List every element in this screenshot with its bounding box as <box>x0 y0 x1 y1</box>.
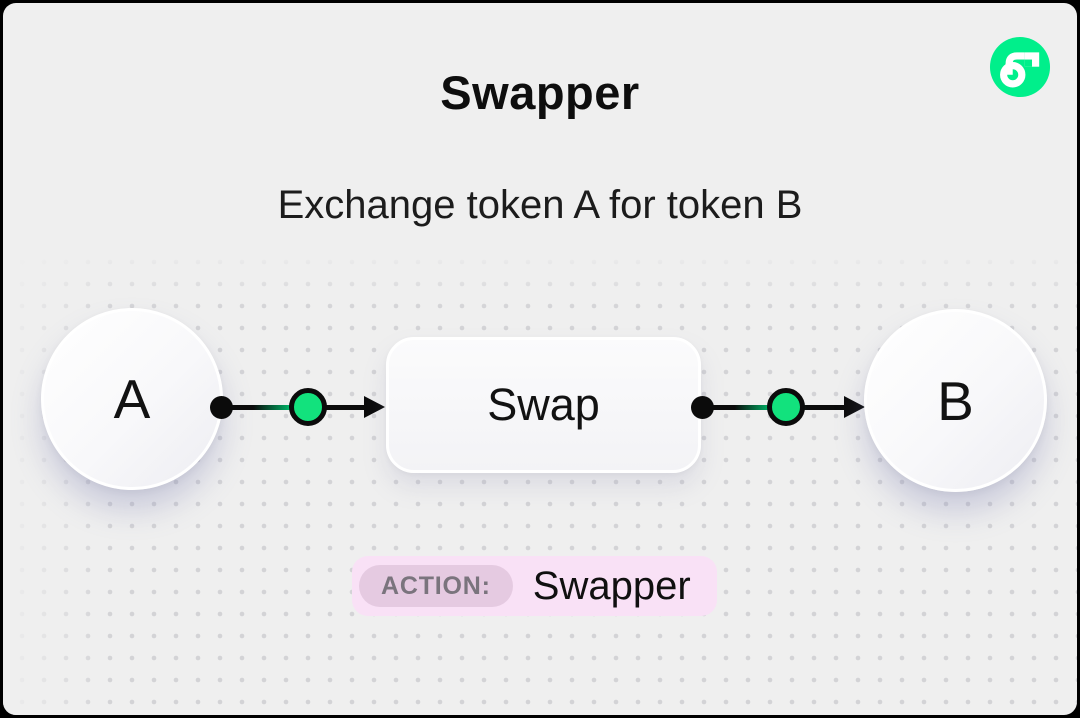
dots-fade-top <box>3 241 1077 311</box>
flow-logo-icon <box>989 36 1051 98</box>
edge-node-green-right <box>767 388 805 426</box>
swap-box-label: Swap <box>487 379 600 430</box>
token-b-node: B <box>864 309 1047 492</box>
port-dot-swap <box>691 396 714 419</box>
card-panel: Swapper Exchange token A for token B A S… <box>3 3 1077 715</box>
edge-node-green-left <box>289 388 327 426</box>
token-b-label: B <box>937 369 974 432</box>
dotted-background <box>3 241 1077 715</box>
token-a-node: A <box>41 308 223 490</box>
token-a-label: A <box>113 368 151 430</box>
arrow-head-right <box>844 396 865 418</box>
action-badge-chip: ACTION: <box>359 565 513 607</box>
arrow-head-left <box>364 396 385 418</box>
action-badge-value: Swapper <box>532 563 691 608</box>
action-badge: ACTION: Swapper <box>352 556 717 616</box>
swap-box: Swap <box>386 337 701 473</box>
page-title: Swapper <box>440 66 640 119</box>
page-subtitle: Exchange token A for token B <box>277 183 803 227</box>
